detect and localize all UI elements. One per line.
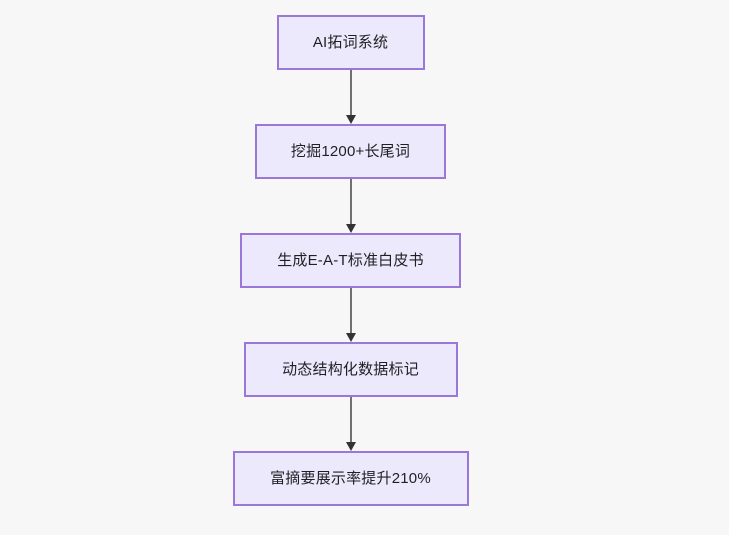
flow-node-label: AI拓词系统 xyxy=(312,34,389,51)
flow-node-mine-longtail-keywords[interactable]: 挖掘1200+长尾词 xyxy=(255,124,446,179)
flow-edge-n2-n3 xyxy=(344,179,358,233)
flow-edge-n1-n2 xyxy=(344,70,358,124)
flow-edge-n4-n5 xyxy=(344,397,358,451)
flow-node-generate-eat-whitepaper[interactable]: 生成E-A-T标准白皮书 xyxy=(240,233,461,288)
flow-node-rich-snippet-impression-lift[interactable]: 富摘要展示率提升210% xyxy=(232,451,469,506)
arrow-down-icon xyxy=(345,115,356,124)
flow-node-label: 挖掘1200+长尾词 xyxy=(290,143,411,160)
arrow-down-icon xyxy=(345,442,356,451)
edge-line xyxy=(349,397,352,442)
flow-node-ai-keyword-system[interactable]: AI拓词系统 xyxy=(276,15,425,70)
edge-line xyxy=(349,288,352,333)
arrow-down-icon xyxy=(345,333,356,342)
arrow-down-icon xyxy=(345,224,356,233)
flow-node-label: 生成E-A-T标准白皮书 xyxy=(277,252,424,269)
flow-node-label: 富摘要展示率提升210% xyxy=(270,470,431,487)
edge-line xyxy=(349,179,352,224)
edge-line xyxy=(349,70,352,115)
flow-node-dynamic-structured-data-markup[interactable]: 动态结构化数据标记 xyxy=(243,342,458,397)
flow-edge-n3-n4 xyxy=(344,288,358,342)
flow-node-label: 动态结构化数据标记 xyxy=(282,361,419,378)
